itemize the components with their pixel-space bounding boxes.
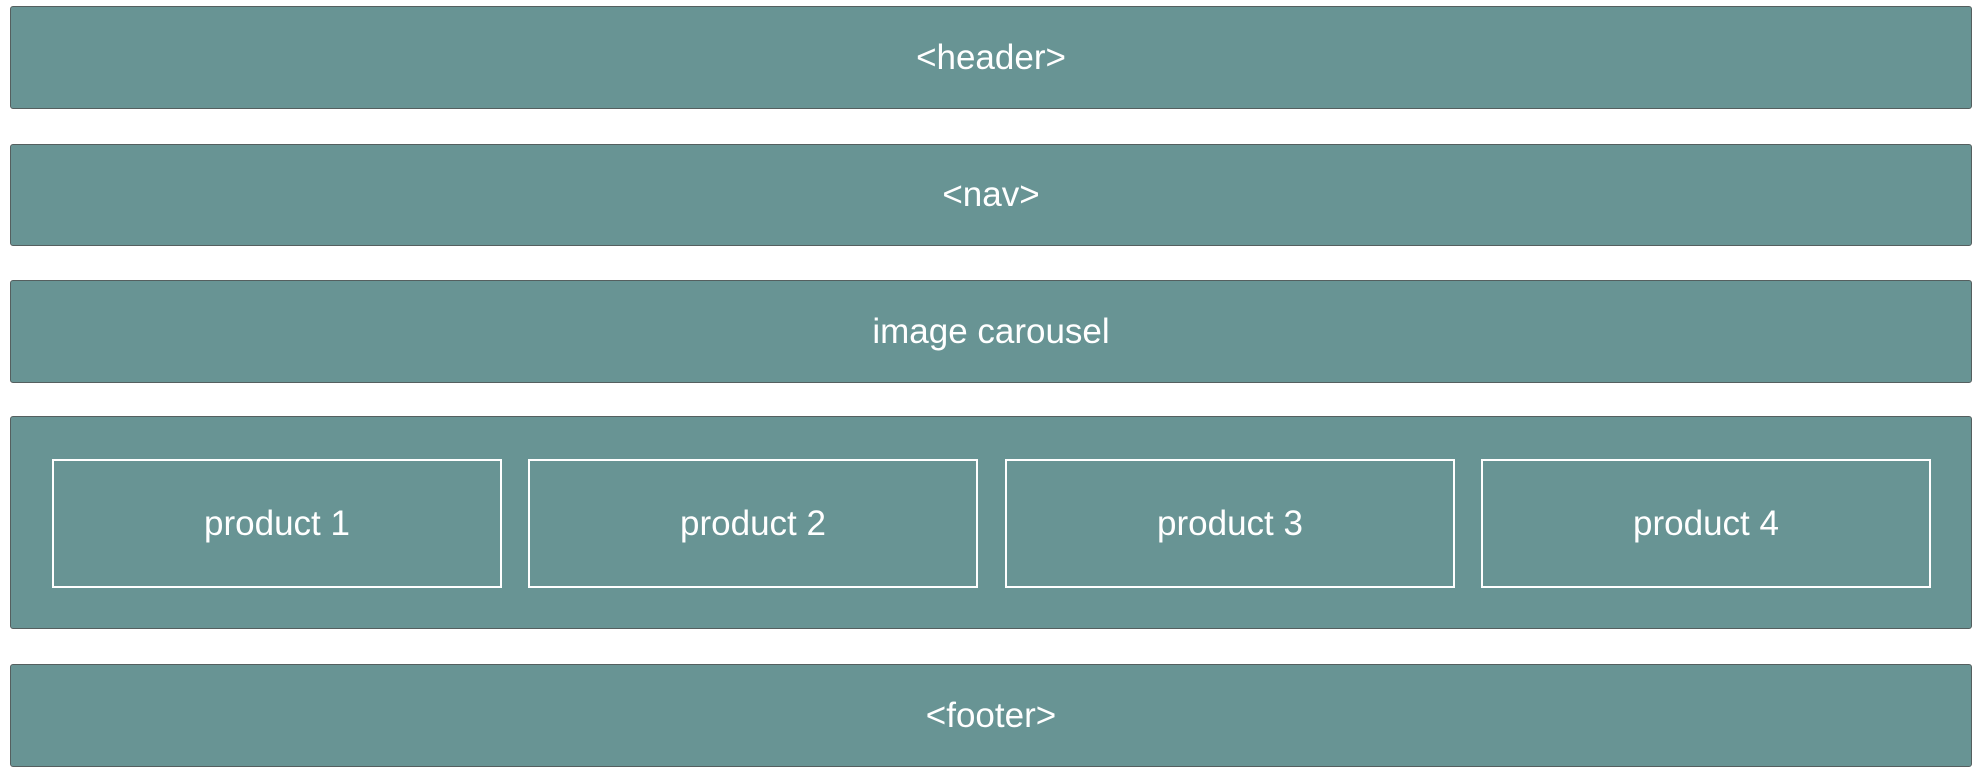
product-label-2: product 2 bbox=[680, 503, 826, 543]
footer-label: <footer> bbox=[925, 695, 1057, 735]
footer-block: <footer> bbox=[10, 664, 1972, 767]
header-label: <header> bbox=[916, 37, 1066, 77]
image-carousel-block: image carousel bbox=[10, 280, 1972, 383]
products-block: product 1 product 2 product 3 product 4 bbox=[10, 416, 1972, 629]
product-label-3: product 3 bbox=[1157, 503, 1303, 543]
product-label-1: product 1 bbox=[204, 503, 350, 543]
product-box-4: product 4 bbox=[1481, 459, 1931, 588]
product-box-3: product 3 bbox=[1005, 459, 1455, 588]
nav-label: <nav> bbox=[942, 175, 1040, 214]
product-box-1: product 1 bbox=[52, 459, 502, 588]
image-carousel-label: image carousel bbox=[872, 311, 1110, 351]
product-label-4: product 4 bbox=[1633, 503, 1779, 543]
header-block: <header> bbox=[10, 6, 1972, 109]
nav-block: <nav> bbox=[10, 144, 1972, 246]
product-box-2: product 2 bbox=[528, 459, 978, 588]
